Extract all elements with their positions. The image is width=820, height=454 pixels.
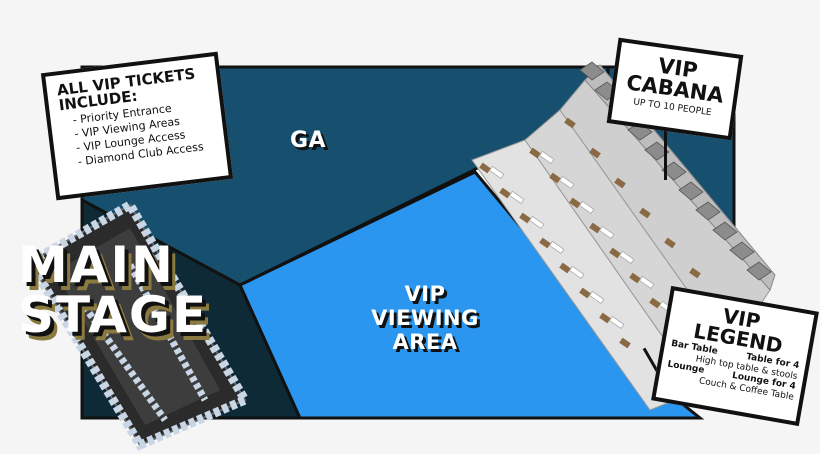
vip-viewing-label-line2: VIEWING — [371, 306, 479, 330]
vip-viewing-label-line3: AREA — [392, 330, 458, 354]
ga-label: GA — [290, 128, 327, 153]
vip-viewing-label-line1: VIP — [404, 282, 446, 306]
main-stage-label-line1: MAIN — [18, 236, 175, 294]
main-stage-label: MAIN STAGE — [18, 240, 208, 340]
cabana-sign-post — [664, 125, 667, 180]
vip-cabana-sign: VIP CABANA UP TO 10 PEOPLE — [606, 37, 744, 141]
main-stage-structure[interactable] — [23, 198, 252, 451]
main-stage-label-line2: STAGE — [18, 286, 209, 344]
vip-tickets-sign: ALL VIP TICKETS INCLUDE: - Priority Entr… — [40, 51, 234, 201]
vip-viewing-label: VIP VIEWING AREA — [370, 282, 480, 354]
